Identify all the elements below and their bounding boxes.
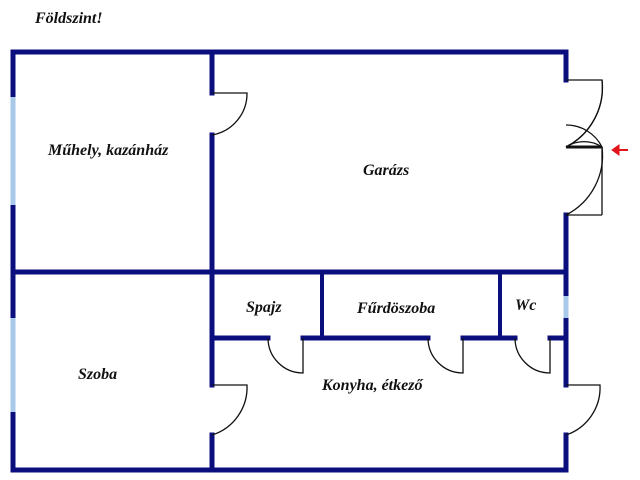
walls bbox=[10, 49, 569, 473]
doors bbox=[211, 79, 604, 436]
entrance-arrow-icon bbox=[611, 144, 628, 156]
room-label-garazs: Garázs bbox=[363, 162, 410, 179]
room-label-konyha: Konyha, étkező bbox=[322, 377, 423, 394]
windows bbox=[10, 97, 569, 412]
floor-title: Földszint! bbox=[35, 10, 103, 27]
room-label-spajz: Spajz bbox=[246, 299, 282, 316]
room-label-muhely: Műhely, kazánház bbox=[48, 142, 169, 159]
room-label-szoba: Szoba bbox=[78, 366, 118, 383]
room-label-furdo: Fűrdöszoba bbox=[357, 300, 436, 317]
room-label-wc: Wc bbox=[515, 297, 537, 314]
